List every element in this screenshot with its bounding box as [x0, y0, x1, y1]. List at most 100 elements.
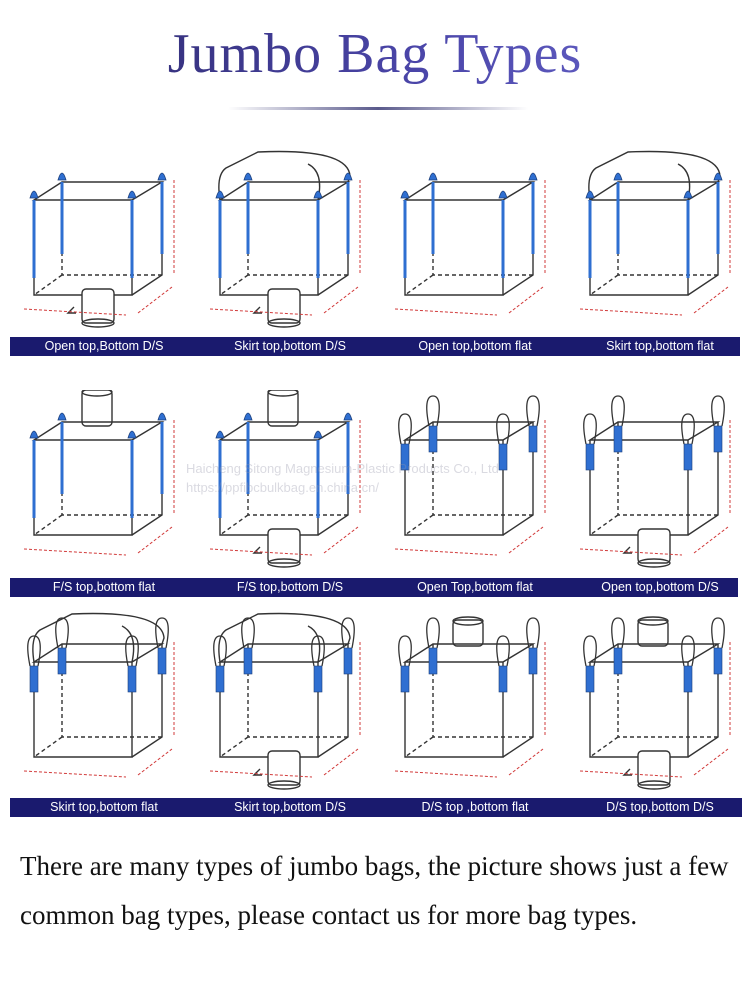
back-edges — [61, 644, 162, 738]
lifting-loop-icon — [683, 190, 693, 278]
front-face — [404, 440, 504, 536]
side-face — [687, 422, 719, 536]
lifting-loop-icon — [711, 617, 725, 675]
back-bottom-edge — [404, 274, 434, 296]
bag-type-label: Open top,Bottom D/S — [44, 339, 164, 353]
dimension-width — [23, 548, 127, 556]
back-edges — [617, 644, 718, 738]
dimension-depth — [323, 286, 359, 314]
bag-type-label: Open top,bottom D/S — [601, 580, 719, 594]
dimension-width — [394, 548, 498, 556]
lifting-loop-icon — [681, 413, 695, 471]
back-bottom-edge — [589, 736, 619, 758]
top-face — [402, 421, 536, 441]
top-face — [217, 421, 351, 441]
discharge-spout — [81, 288, 115, 324]
caption-bar — [10, 578, 738, 597]
lifting-loop-icon — [341, 617, 355, 675]
back-edges — [247, 644, 348, 738]
back-bottom-edge — [33, 274, 63, 296]
back-bottom-edge — [219, 274, 249, 296]
dimension-width — [394, 308, 498, 316]
description-text: There are many types of jumbo bags, the … — [20, 851, 729, 930]
discharge-spout — [637, 528, 671, 564]
jumbo-bag-illustration — [23, 172, 175, 328]
discharge-spout — [267, 750, 301, 786]
back-bottom-edge — [219, 736, 249, 758]
discharge-tie — [66, 306, 76, 314]
front-face — [404, 662, 504, 758]
dimension-width — [23, 308, 127, 316]
bag-type-card — [568, 150, 750, 375]
lifting-loop-icon — [713, 172, 723, 254]
side-face — [502, 182, 534, 296]
lifting-loop-icon — [496, 635, 510, 693]
lifting-loop-icon — [583, 635, 597, 693]
skirt-top — [32, 612, 165, 663]
lifting-loop-icon — [127, 190, 137, 278]
dimension-depth — [508, 286, 544, 314]
dimension-width — [579, 308, 683, 316]
dimension-width — [23, 770, 127, 778]
discharge-rim — [267, 318, 301, 328]
front-face — [589, 440, 689, 536]
side-face — [687, 644, 719, 758]
back-bottom-edge — [589, 514, 619, 536]
lifting-loop-icon — [400, 190, 410, 278]
top-face — [217, 181, 351, 201]
lifting-loop-icon — [426, 395, 440, 453]
skirt-top — [588, 150, 721, 201]
bag-type-label: Skirt top,bottom D/S — [234, 800, 346, 814]
discharge-rim — [267, 780, 301, 790]
discharge-spout — [637, 750, 671, 786]
watermark-company: Haicheng Sitong Magnesium-Plastic Produc… — [186, 461, 499, 476]
discharge-rim — [267, 558, 301, 568]
lifting-loop-icon — [611, 617, 625, 675]
bag-type-label: Skirt top,bottom flat — [50, 800, 158, 814]
dimension-width — [209, 770, 313, 778]
bag-type-label: Skirt top,bottom flat — [606, 339, 714, 353]
back-edges — [617, 422, 718, 516]
lifting-loop-icon — [313, 430, 323, 518]
bag-body — [402, 616, 536, 758]
lifting-loop-icon — [57, 172, 67, 254]
dimension-width — [579, 548, 683, 556]
bag-type-label: D/S top ,bottom flat — [421, 800, 529, 814]
spout-rim — [267, 390, 299, 397]
dimension-depth — [137, 748, 173, 776]
side-face — [317, 644, 349, 758]
back-bottom-edge — [33, 736, 63, 758]
lifting-loop-icon — [398, 635, 412, 693]
dimension-depth — [137, 286, 173, 314]
lifting-loop-icon — [428, 172, 438, 254]
bag-body — [587, 421, 721, 568]
side-face — [317, 422, 349, 536]
jumbo-bag-illustration — [579, 616, 731, 790]
bag-type-card — [12, 150, 197, 375]
jumbo-bag-illustration — [209, 612, 361, 790]
back-bottom-edge — [589, 274, 619, 296]
top-face — [402, 181, 536, 201]
back-edges — [617, 182, 718, 276]
discharge-tie — [622, 546, 632, 554]
lifting-loop-icon — [27, 635, 41, 693]
skirt-top — [218, 612, 351, 663]
top-face — [31, 181, 165, 201]
filling-spout — [452, 619, 484, 647]
top-face — [31, 421, 165, 441]
back-bottom-edge — [33, 514, 63, 536]
lifting-loop-icon — [29, 190, 39, 278]
dimension-width — [209, 548, 313, 556]
jumbo-bag-illustration — [394, 172, 546, 316]
title-underline — [228, 107, 528, 110]
top-face — [402, 643, 536, 663]
top-face — [587, 421, 721, 441]
front-face — [589, 662, 689, 758]
jumbo-bag-illustration — [579, 150, 731, 316]
back-edges — [247, 182, 348, 276]
bag-body — [217, 612, 351, 790]
lifting-loop-icon — [241, 617, 255, 675]
bag-body — [31, 612, 165, 758]
lifting-loop-icon — [498, 190, 508, 278]
lifting-loop-icon — [711, 395, 725, 453]
